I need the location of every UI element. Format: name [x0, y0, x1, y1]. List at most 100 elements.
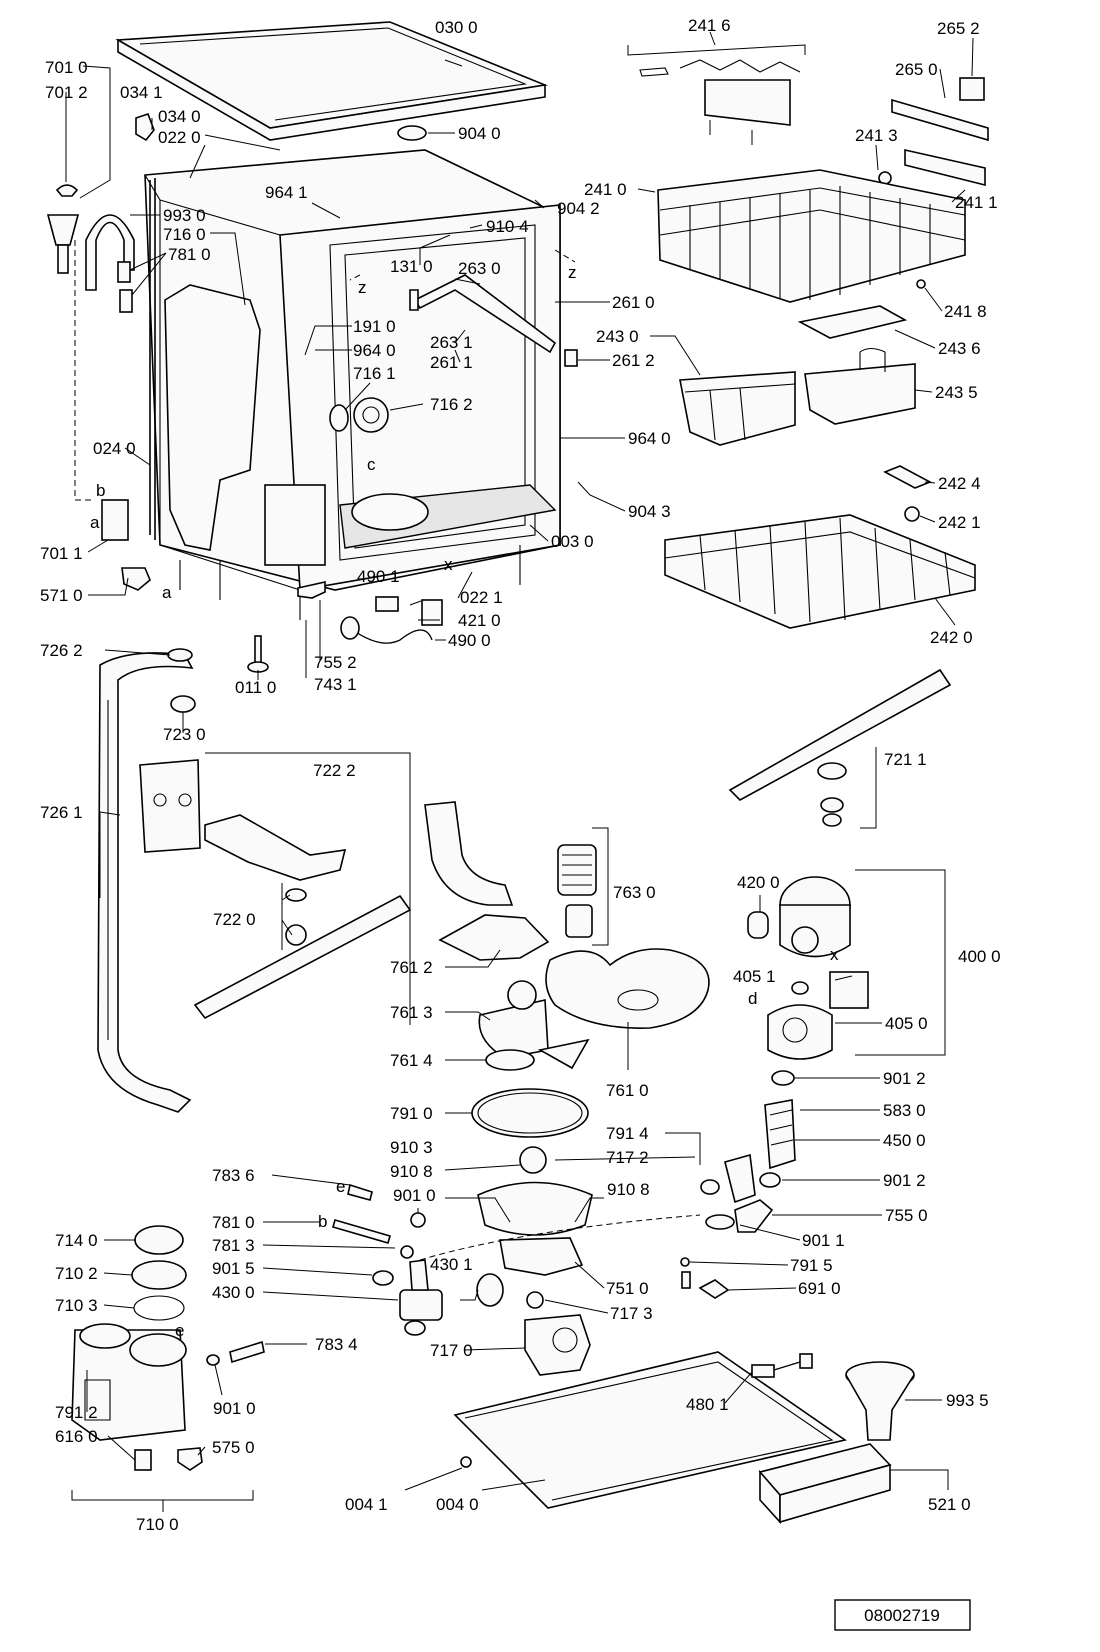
callout-755-0[interactable]: 755 0	[885, 1206, 928, 1225]
callout-616-0[interactable]: 616 0	[55, 1427, 98, 1446]
callout-901-2-lower[interactable]: 901 2	[883, 1171, 926, 1190]
callout-034-0[interactable]: 034 0	[158, 107, 201, 126]
callout-004-0[interactable]: 004 0	[436, 1495, 479, 1514]
callout-243-6[interactable]: 243 6	[938, 339, 981, 358]
callout-722-2[interactable]: 722 2	[313, 761, 356, 780]
callout-241-0[interactable]: 241 0	[584, 180, 627, 199]
callout-751-0[interactable]: 751 0	[606, 1279, 649, 1298]
callout-691-0[interactable]: 691 0	[798, 1279, 841, 1298]
callout-030-0[interactable]: 030 0	[435, 18, 478, 37]
callout-022-1[interactable]: 022 1	[460, 588, 503, 607]
callout-763-0[interactable]: 763 0	[613, 883, 656, 902]
callout-450-0[interactable]: 450 0	[883, 1131, 926, 1150]
callout-241-8[interactable]: 241 8	[944, 302, 987, 321]
callout-761-0[interactable]: 761 0	[606, 1081, 649, 1100]
callout-243-5[interactable]: 243 5	[935, 383, 978, 402]
callout-241-1[interactable]: 241 1	[955, 193, 998, 212]
callout-783-6[interactable]: 783 6	[212, 1166, 255, 1185]
callout-242-1[interactable]: 242 1	[938, 513, 981, 532]
callout-761-3[interactable]: 761 3	[390, 1003, 433, 1022]
callout-791-4[interactable]: 791 4	[606, 1124, 649, 1143]
callout-726-2[interactable]: 726 2	[40, 641, 83, 660]
callout-710-3[interactable]: 710 3	[55, 1296, 98, 1315]
callout-430-0[interactable]: 430 0	[212, 1283, 255, 1302]
callout-761-2[interactable]: 761 2	[390, 958, 433, 977]
callout-022-0[interactable]: 022 0	[158, 128, 201, 147]
callout-904-2[interactable]: 904 2	[557, 199, 600, 218]
callout-701-2[interactable]: 701 2	[45, 83, 88, 102]
callout-261-2[interactable]: 261 2	[612, 351, 655, 370]
callout-722-0[interactable]: 722 0	[213, 910, 256, 929]
callout-791-5[interactable]: 791 5	[790, 1256, 833, 1275]
callout-265-2[interactable]: 265 2	[937, 19, 980, 38]
callout-781-0-lower[interactable]: 781 0	[212, 1213, 255, 1232]
callout-430-1[interactable]: 430 1	[430, 1255, 473, 1274]
callout-901-2-upper[interactable]: 901 2	[883, 1069, 926, 1088]
callout-993-5[interactable]: 993 5	[946, 1391, 989, 1410]
callout-405-1[interactable]: 405 1	[733, 967, 776, 986]
callout-263-1[interactable]: 263 1	[430, 333, 473, 352]
callout-781-0[interactable]: 781 0	[168, 245, 211, 264]
callout-263-0[interactable]: 263 0	[458, 259, 501, 278]
callout-901-1[interactable]: 901 1	[802, 1231, 845, 1250]
callout-571-0[interactable]: 571 0	[40, 586, 83, 605]
callout-701-1[interactable]: 701 1	[40, 544, 83, 563]
callout-420-0[interactable]: 420 0	[737, 873, 780, 892]
callout-716-0[interactable]: 716 0	[163, 225, 206, 244]
callout-241-3[interactable]: 241 3	[855, 126, 898, 145]
callout-701-0[interactable]: 701 0	[45, 58, 88, 77]
callout-241-6[interactable]: 241 6	[688, 16, 731, 35]
callout-717-3[interactable]: 717 3	[610, 1304, 653, 1323]
callout-265-0[interactable]: 265 0	[895, 60, 938, 79]
callout-011-0[interactable]: 011 0	[235, 678, 276, 697]
callout-901-5[interactable]: 901 5	[212, 1259, 255, 1278]
callout-004-1[interactable]: 004 1	[345, 1495, 388, 1514]
callout-964-0-right[interactable]: 964 0	[628, 429, 671, 448]
callout-910-8-right[interactable]: 910 8	[607, 1180, 650, 1199]
callout-024-0[interactable]: 024 0	[93, 439, 136, 458]
callout-717-0[interactable]: 717 0	[430, 1341, 473, 1360]
callout-783-4[interactable]: 783 4	[315, 1335, 358, 1354]
callout-964-1[interactable]: 964 1	[265, 183, 308, 202]
callout-261-1[interactable]: 261 1	[430, 353, 473, 372]
callout-791-2[interactable]: 791 2	[55, 1403, 98, 1422]
callout-421-0[interactable]: 421 0	[458, 611, 501, 630]
callout-131-0[interactable]: 131 0	[390, 257, 433, 276]
callout-910-4[interactable]: 910 4	[486, 217, 529, 236]
callout-242-4[interactable]: 242 4	[938, 474, 981, 493]
callout-716-2[interactable]: 716 2	[430, 395, 473, 414]
callout-243-0[interactable]: 243 0	[596, 327, 639, 346]
callout-910-8-left[interactable]: 910 8	[390, 1162, 433, 1181]
callout-743-1[interactable]: 743 1	[314, 675, 357, 694]
callout-761-4[interactable]: 761 4	[390, 1051, 433, 1070]
callout-901-0-lower[interactable]: 901 0	[213, 1399, 256, 1418]
callout-521-0[interactable]: 521 0	[928, 1495, 971, 1514]
callout-583-0[interactable]: 583 0	[883, 1101, 926, 1120]
callout-721-1[interactable]: 721 1	[884, 750, 927, 769]
callout-710-2[interactable]: 710 2	[55, 1264, 98, 1283]
callout-726-1[interactable]: 726 1	[40, 803, 83, 822]
callout-490-0[interactable]: 490 0	[448, 631, 491, 650]
callout-710-0[interactable]: 710 0	[136, 1515, 179, 1534]
callout-405-0[interactable]: 405 0	[885, 1014, 928, 1033]
callout-490-1[interactable]: 490 1	[357, 567, 400, 586]
callout-003-0[interactable]: 003 0	[551, 532, 594, 551]
callout-716-1[interactable]: 716 1	[353, 364, 396, 383]
callout-575-0[interactable]: 575 0	[212, 1438, 255, 1457]
callout-964-0[interactable]: 964 0	[353, 341, 396, 360]
callout-910-3[interactable]: 910 3	[390, 1138, 433, 1157]
callout-242-0[interactable]: 242 0	[930, 628, 973, 647]
callout-717-2[interactable]: 717 2	[606, 1148, 649, 1167]
callout-901-0-upper[interactable]: 901 0	[393, 1186, 436, 1205]
callout-191-0[interactable]: 191 0	[353, 317, 396, 336]
callout-400-0[interactable]: 400 0	[958, 947, 1001, 966]
callout-034-1[interactable]: 034 1	[120, 83, 163, 102]
callout-781-3[interactable]: 781 3	[212, 1236, 255, 1255]
callout-791-0[interactable]: 791 0	[390, 1104, 433, 1123]
callout-904-3[interactable]: 904 3	[628, 502, 671, 521]
callout-755-2[interactable]: 755 2	[314, 653, 357, 672]
callout-904-0[interactable]: 904 0	[458, 124, 501, 143]
callout-993-0[interactable]: 993 0	[163, 206, 206, 225]
callout-261-0[interactable]: 261 0	[612, 293, 655, 312]
callout-480-1[interactable]: 480 1	[686, 1395, 729, 1414]
